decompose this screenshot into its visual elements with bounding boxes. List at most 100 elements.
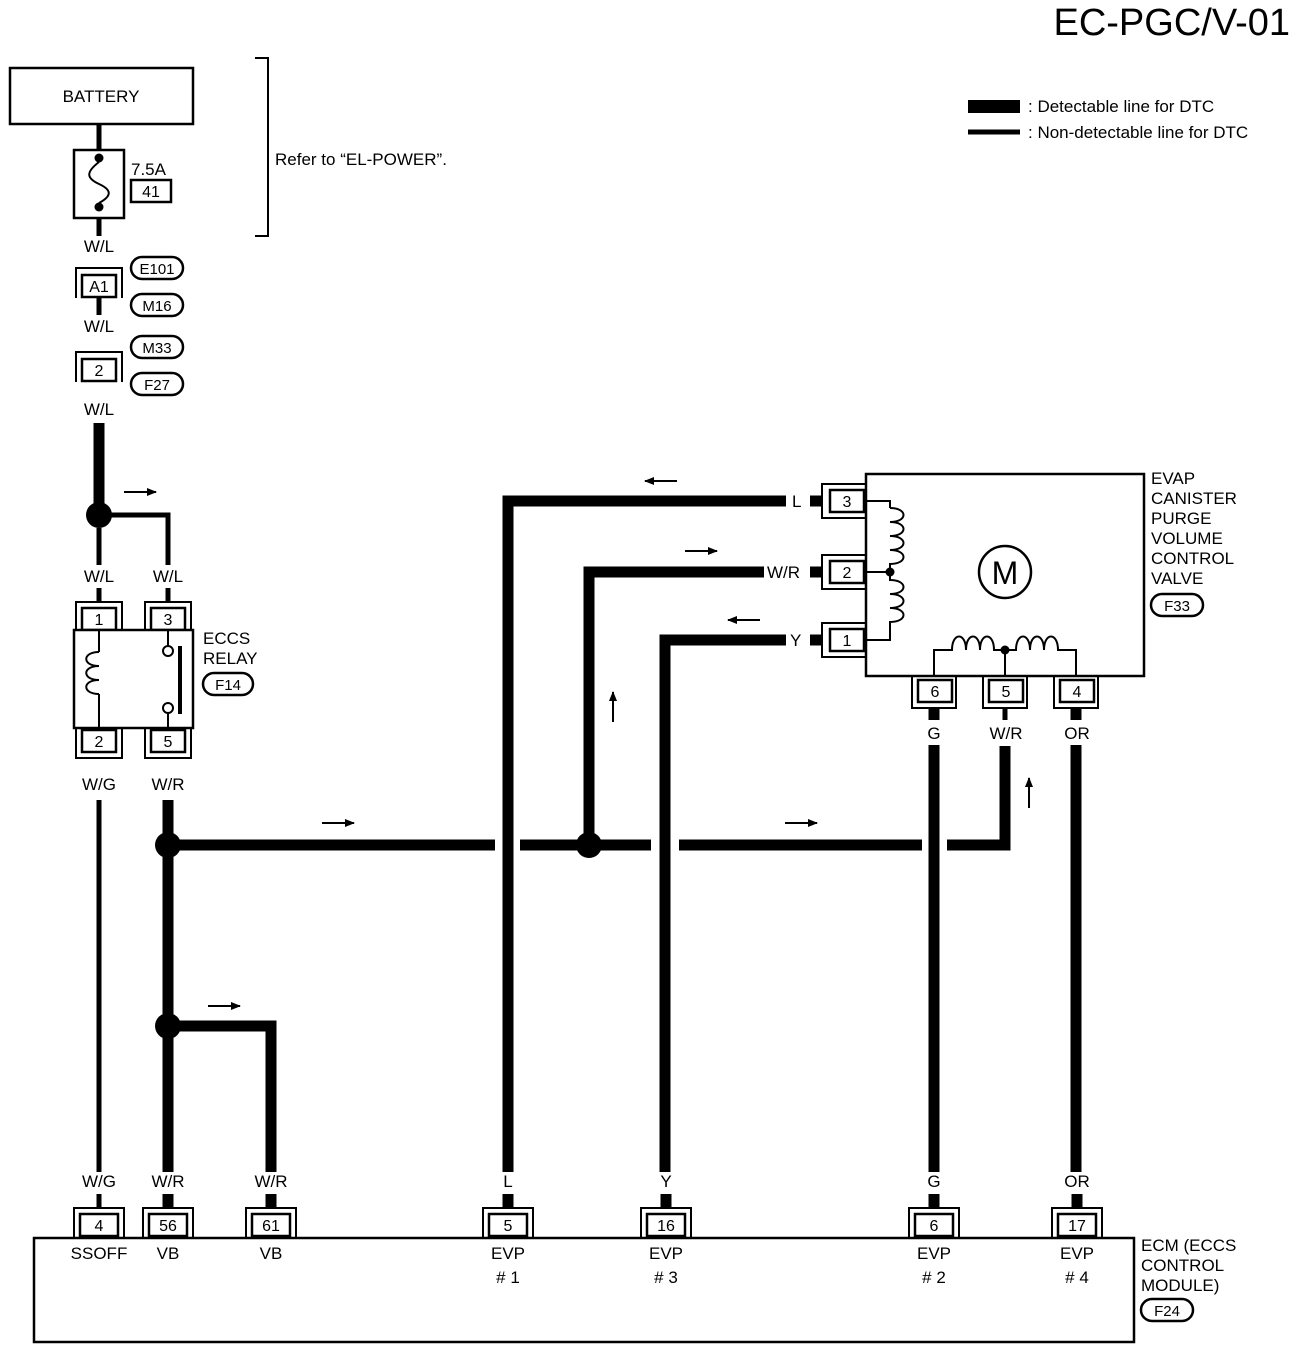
svg-text:3: 3 — [164, 612, 173, 629]
ecm-pin-sublabel: # 3 — [654, 1268, 678, 1287]
wire-label-wl-2: W/L — [84, 317, 114, 336]
wire-label-wr-relay: W/R — [151, 775, 184, 794]
wire-label-ecm-y: Y — [660, 1172, 671, 1191]
ecm-pin-label: VB — [157, 1244, 180, 1263]
motor-label: M — [992, 555, 1019, 591]
wire-label-ecm-wr1: W/R — [151, 1172, 184, 1191]
ecm-pin-label: EVP — [1060, 1244, 1094, 1263]
ecm-name-2: CONTROL — [1141, 1256, 1224, 1275]
valve-name-4: VOLUME — [1151, 529, 1223, 548]
ecm-pin-sublabel: # 2 — [922, 1268, 946, 1287]
connector-id-m33-text: M33 — [142, 340, 171, 357]
wire-label-valve-g: G — [927, 724, 940, 743]
connector-id-e101 — [129, 255, 185, 281]
svg-text:3: 3 — [843, 494, 852, 511]
ecm-pin-number: 61 — [262, 1218, 280, 1235]
ecm-name-3: MODULE) — [1141, 1276, 1219, 1295]
connector-a1: A1 — [75, 267, 123, 299]
ecm-pin-number: 6 — [930, 1218, 939, 1235]
wire-label-ecm-wg: W/G — [82, 1172, 116, 1191]
wire-wr-ecm61 — [168, 1020, 277, 1172]
ecm-pin-sublabel: # 4 — [1065, 1268, 1089, 1287]
connector-id-m16-text: M16 — [142, 298, 171, 315]
wire-label-wg-relay: W/G — [82, 775, 116, 794]
relay-contact-bottom — [162, 702, 174, 714]
valve-coil-right-icon — [1004, 635, 1077, 676]
svg-text:2: 2 — [95, 734, 104, 751]
valve-name-2: CANISTER — [1151, 489, 1237, 508]
wire-label-wl-4: W/L — [84, 567, 114, 586]
page-title: EC-PGC/V-01 — [1053, 2, 1290, 44]
wire-label-wl-3: W/L — [84, 400, 114, 419]
wire-label-wl-1: W/L — [84, 237, 114, 256]
wire-label-ecm-or: OR — [1064, 1172, 1090, 1191]
refer-bracket — [255, 57, 269, 237]
legend-detectable-text: : Detectable line for DTC — [1028, 97, 1214, 116]
valve-coil-lower-icon — [866, 572, 905, 641]
wire-wl-branch — [99, 512, 171, 565]
relay-id-badge — [201, 671, 255, 697]
wire-wr-valve — [583, 566, 764, 845]
svg-text:6: 6 — [931, 684, 940, 701]
fuse-rating: 7.5A — [131, 160, 167, 179]
wire-wr-bus-d — [947, 746, 1011, 851]
ecm-pin-label: EVP — [491, 1244, 525, 1263]
ecm-body — [32, 1236, 1136, 1344]
svg-text:1: 1 — [843, 633, 852, 650]
ecm-pin-number: 5 — [504, 1218, 513, 1235]
connector-id-m16 — [129, 292, 185, 318]
relay-id: F14 — [215, 677, 241, 694]
wire-label-ecm-wr2: W/R — [254, 1172, 287, 1191]
legend-non-detectable-text: : Non-detectable line for DTC — [1028, 123, 1248, 142]
ecm-pin-number: 16 — [657, 1218, 675, 1235]
valve-coil-left-icon — [933, 635, 1005, 676]
eccs-relay: 1 3 2 5 — [72, 601, 195, 759]
valve-coil-upper-icon — [889, 507, 905, 572]
ecm-pin-number: 56 — [159, 1218, 177, 1235]
valve-name-6: VALVE — [1151, 569, 1203, 588]
wire-label-valve-wr: W/R — [767, 563, 800, 582]
fuse-terminal-top — [94, 153, 104, 163]
valve-id: F33 — [1164, 598, 1190, 615]
wire-label-ecm-g: G — [927, 1172, 940, 1191]
wire-l — [502, 495, 786, 1172]
fuse-number-box — [129, 178, 173, 204]
connector-id-e101-text: E101 — [139, 261, 174, 278]
motor-icon — [977, 544, 1033, 600]
connector-2: 2 — [75, 351, 123, 383]
wire-label-valve-l: L — [792, 492, 801, 511]
fuse-terminal-bottom — [94, 202, 104, 212]
connector-id-f27-text: F27 — [144, 377, 170, 394]
svg-text:2: 2 — [843, 565, 852, 582]
connector-id-m33 — [129, 334, 185, 360]
battery-label: BATTERY — [63, 87, 140, 106]
valve-id-badge — [1149, 592, 1205, 618]
ecm-pin-number: 17 — [1068, 1218, 1086, 1235]
legend-detectable-swatch — [968, 100, 1020, 113]
evap-valve: 3 2 1 M 6 5 4 — [821, 472, 1146, 709]
ecm-pin-sublabel: # 1 — [496, 1268, 520, 1287]
relay-name-2: RELAY — [203, 649, 258, 668]
ecm-pin-label: EVP — [649, 1244, 683, 1263]
valve-name-1: EVAP — [1151, 469, 1195, 488]
ecm-id-badge — [1139, 1297, 1195, 1323]
svg-text:5: 5 — [1002, 684, 1011, 701]
fuse-number: 41 — [142, 184, 160, 201]
wire-label-wl-5: W/L — [153, 567, 183, 586]
ecm-name-1: ECM (ECCS — [1141, 1236, 1236, 1255]
valve-name-3: PURGE — [1151, 509, 1211, 528]
ecm-pin-number: 4 — [95, 1218, 104, 1235]
wire-y — [659, 634, 786, 1172]
svg-text:1: 1 — [95, 612, 104, 629]
refer-note: Refer to “EL-POWER”. — [275, 150, 447, 169]
wire-label-valve-y: Y — [790, 631, 801, 650]
ecm-pin-label: SSOFF — [71, 1244, 128, 1263]
